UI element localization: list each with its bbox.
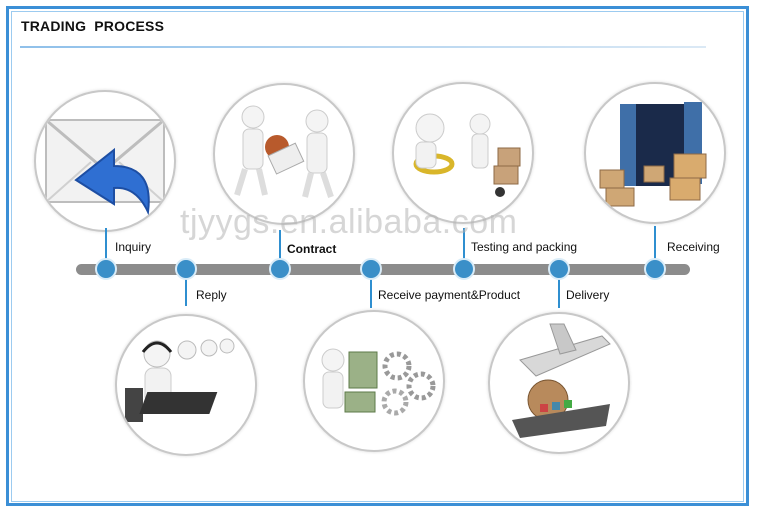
- timeline-node-payment: [360, 258, 382, 280]
- step-label-delivery: Delivery: [566, 288, 609, 302]
- title-divider: [20, 46, 706, 48]
- watermark-text: tjyygs.en.alibaba.com: [180, 203, 517, 242]
- timeline-node-inquiry: [95, 258, 117, 280]
- step-label-reply: Reply: [196, 288, 227, 302]
- timeline-bar: [76, 264, 690, 275]
- stem-reply: [185, 276, 187, 306]
- step-label-receiving: Receiving: [667, 240, 720, 254]
- timeline-node-reply: [175, 258, 197, 280]
- step-label-testing: Testing and packing: [471, 240, 577, 254]
- container-boxes-icon: [586, 84, 726, 224]
- timeline-node-receiving: [644, 258, 666, 280]
- step-label-inquiry: Inquiry: [115, 240, 151, 254]
- stem-receiving: [654, 226, 656, 262]
- stem-inquiry: [105, 228, 107, 262]
- timeline-node-delivery: [548, 258, 570, 280]
- plane-ship-globe-icon: [490, 314, 630, 454]
- step-label-contract: Contract: [287, 242, 336, 256]
- step-label-payment: Receive payment&Product: [378, 288, 520, 302]
- step-image-payment: [303, 310, 445, 452]
- timeline-node-testing: [453, 258, 475, 280]
- step-image-inquiry: [34, 90, 176, 232]
- call-center-agents-icon: [117, 316, 257, 456]
- money-gears-icon: [305, 312, 445, 452]
- page-title: TRADING PROCESS: [21, 18, 164, 34]
- step-image-receiving: [584, 82, 726, 224]
- timeline-node-contract: [269, 258, 291, 280]
- stem-delivery: [558, 276, 560, 308]
- stem-payment: [370, 276, 372, 308]
- envelope-reply-icon: [36, 92, 176, 232]
- step-image-reply: [115, 314, 257, 456]
- step-image-delivery: [488, 312, 630, 454]
